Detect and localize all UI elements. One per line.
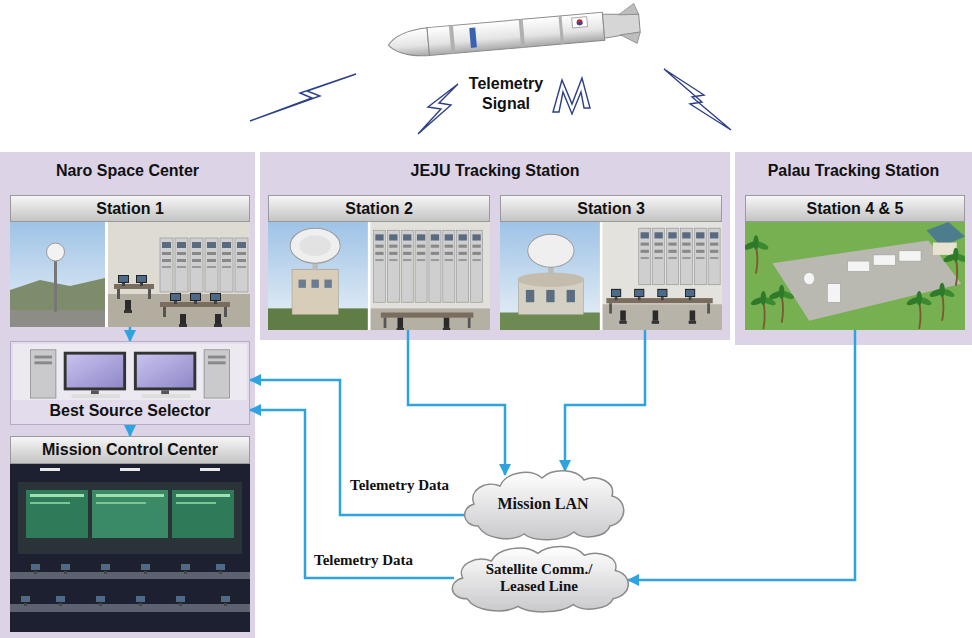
station-header: Station 3 bbox=[500, 195, 722, 222]
panel-title-box: Naro Space Center bbox=[0, 162, 255, 180]
network-cloud: Satellite Comm./ Leased Line bbox=[445, 542, 633, 614]
panel-title: JEJU Tracking Station bbox=[411, 162, 580, 180]
station-photo bbox=[745, 222, 965, 330]
control-center-header: Mission Control Center bbox=[10, 436, 250, 464]
computer-photo bbox=[13, 344, 247, 400]
selector-text-box: Best Source Selector bbox=[11, 402, 249, 420]
link-label: Telemetry Data bbox=[348, 476, 451, 494]
network-name: Satellite Comm./ Leased Line bbox=[469, 561, 609, 596]
data-link-arrow bbox=[565, 330, 645, 471]
station-title: Station 2 bbox=[345, 200, 413, 218]
station-header: Station 1 bbox=[10, 195, 250, 222]
data-link-arrow bbox=[250, 410, 454, 578]
station-photo bbox=[268, 222, 490, 330]
station-title: Station 4 & 5 bbox=[807, 200, 904, 218]
station-box: Station 3 bbox=[500, 195, 722, 330]
site-panel: Naro Space CenterStation 1 Best Source Se… bbox=[0, 152, 255, 638]
station-photo bbox=[10, 222, 250, 327]
station-title: Station 1 bbox=[96, 200, 164, 218]
data-link-arrow bbox=[129, 327, 132, 341]
station-box: Station 4 & 5 bbox=[745, 195, 965, 330]
panel-title-box: JEJU Tracking Station bbox=[260, 162, 730, 180]
selector-box: Best Source Selector bbox=[10, 341, 250, 425]
network-cloud: Mission LAN bbox=[458, 466, 628, 542]
data-link-arrow bbox=[250, 380, 464, 515]
panel-title-box: Palau Tracking Station bbox=[735, 162, 972, 180]
selector-title: Best Source Selector bbox=[50, 402, 211, 420]
data-link-arrow bbox=[408, 330, 505, 475]
station-header: Station 4 & 5 bbox=[745, 195, 965, 222]
cloud-text-box: Mission LAN bbox=[458, 466, 628, 542]
signal-label: Telemetry Signal bbox=[460, 74, 552, 114]
station-header: Station 2 bbox=[268, 195, 490, 222]
station-box: Station 1 bbox=[10, 195, 250, 327]
control-center-title: Mission Control Center bbox=[42, 441, 218, 459]
panel-title: Palau Tracking Station bbox=[768, 162, 940, 180]
network-name: Mission LAN bbox=[497, 495, 588, 513]
cloud-text-box: Satellite Comm./ Leased Line bbox=[445, 542, 633, 614]
control-center-box: Mission Control Center bbox=[10, 436, 250, 632]
link-label: Telemetry Data bbox=[312, 551, 415, 569]
site-panel: JEJU Tracking StationStation 2 Station 3 bbox=[260, 152, 730, 340]
panel-title: Naro Space Center bbox=[56, 162, 199, 180]
station-title: Station 3 bbox=[577, 200, 645, 218]
station-photo bbox=[500, 222, 722, 330]
control-room-photo bbox=[10, 464, 250, 632]
data-link-arrow bbox=[129, 425, 132, 436]
site-panel: Palau Tracking StationStation 4 & 5 bbox=[735, 152, 972, 345]
station-box: Station 2 bbox=[268, 195, 490, 330]
data-link-arrow bbox=[628, 330, 855, 580]
lightning-bolts bbox=[250, 69, 731, 134]
